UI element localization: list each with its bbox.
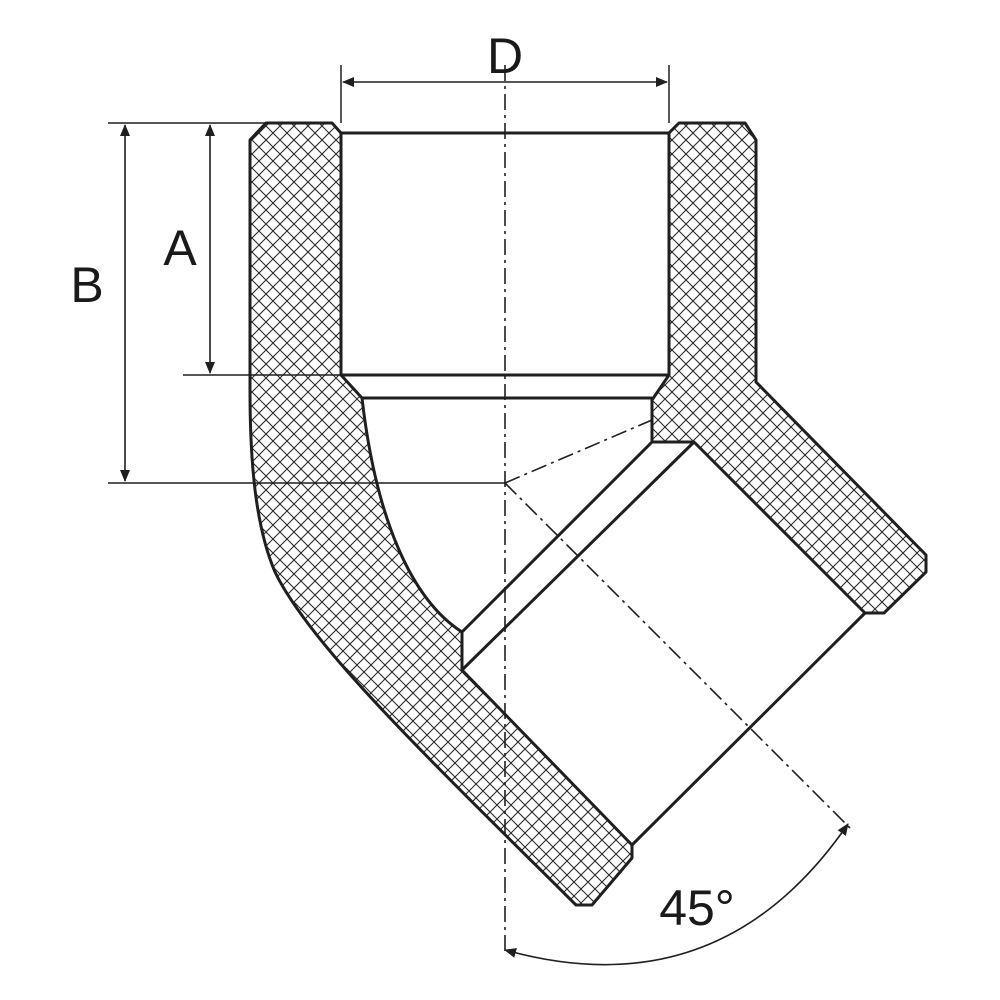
right-wall-section xyxy=(650,121,928,615)
angled-socket-back-line xyxy=(460,440,654,634)
perpendicular-center-line xyxy=(504,419,653,484)
angle-arc xyxy=(504,823,849,966)
angled-center-line xyxy=(504,482,851,829)
angled-socket-mouth-line xyxy=(630,611,867,847)
label-b: B xyxy=(70,257,103,313)
left-wall-section xyxy=(248,121,634,907)
angled-socket-shoulder-line xyxy=(460,440,696,672)
label-d: D xyxy=(487,28,523,84)
label-angle: 45° xyxy=(659,880,735,936)
label-a: A xyxy=(163,220,197,276)
